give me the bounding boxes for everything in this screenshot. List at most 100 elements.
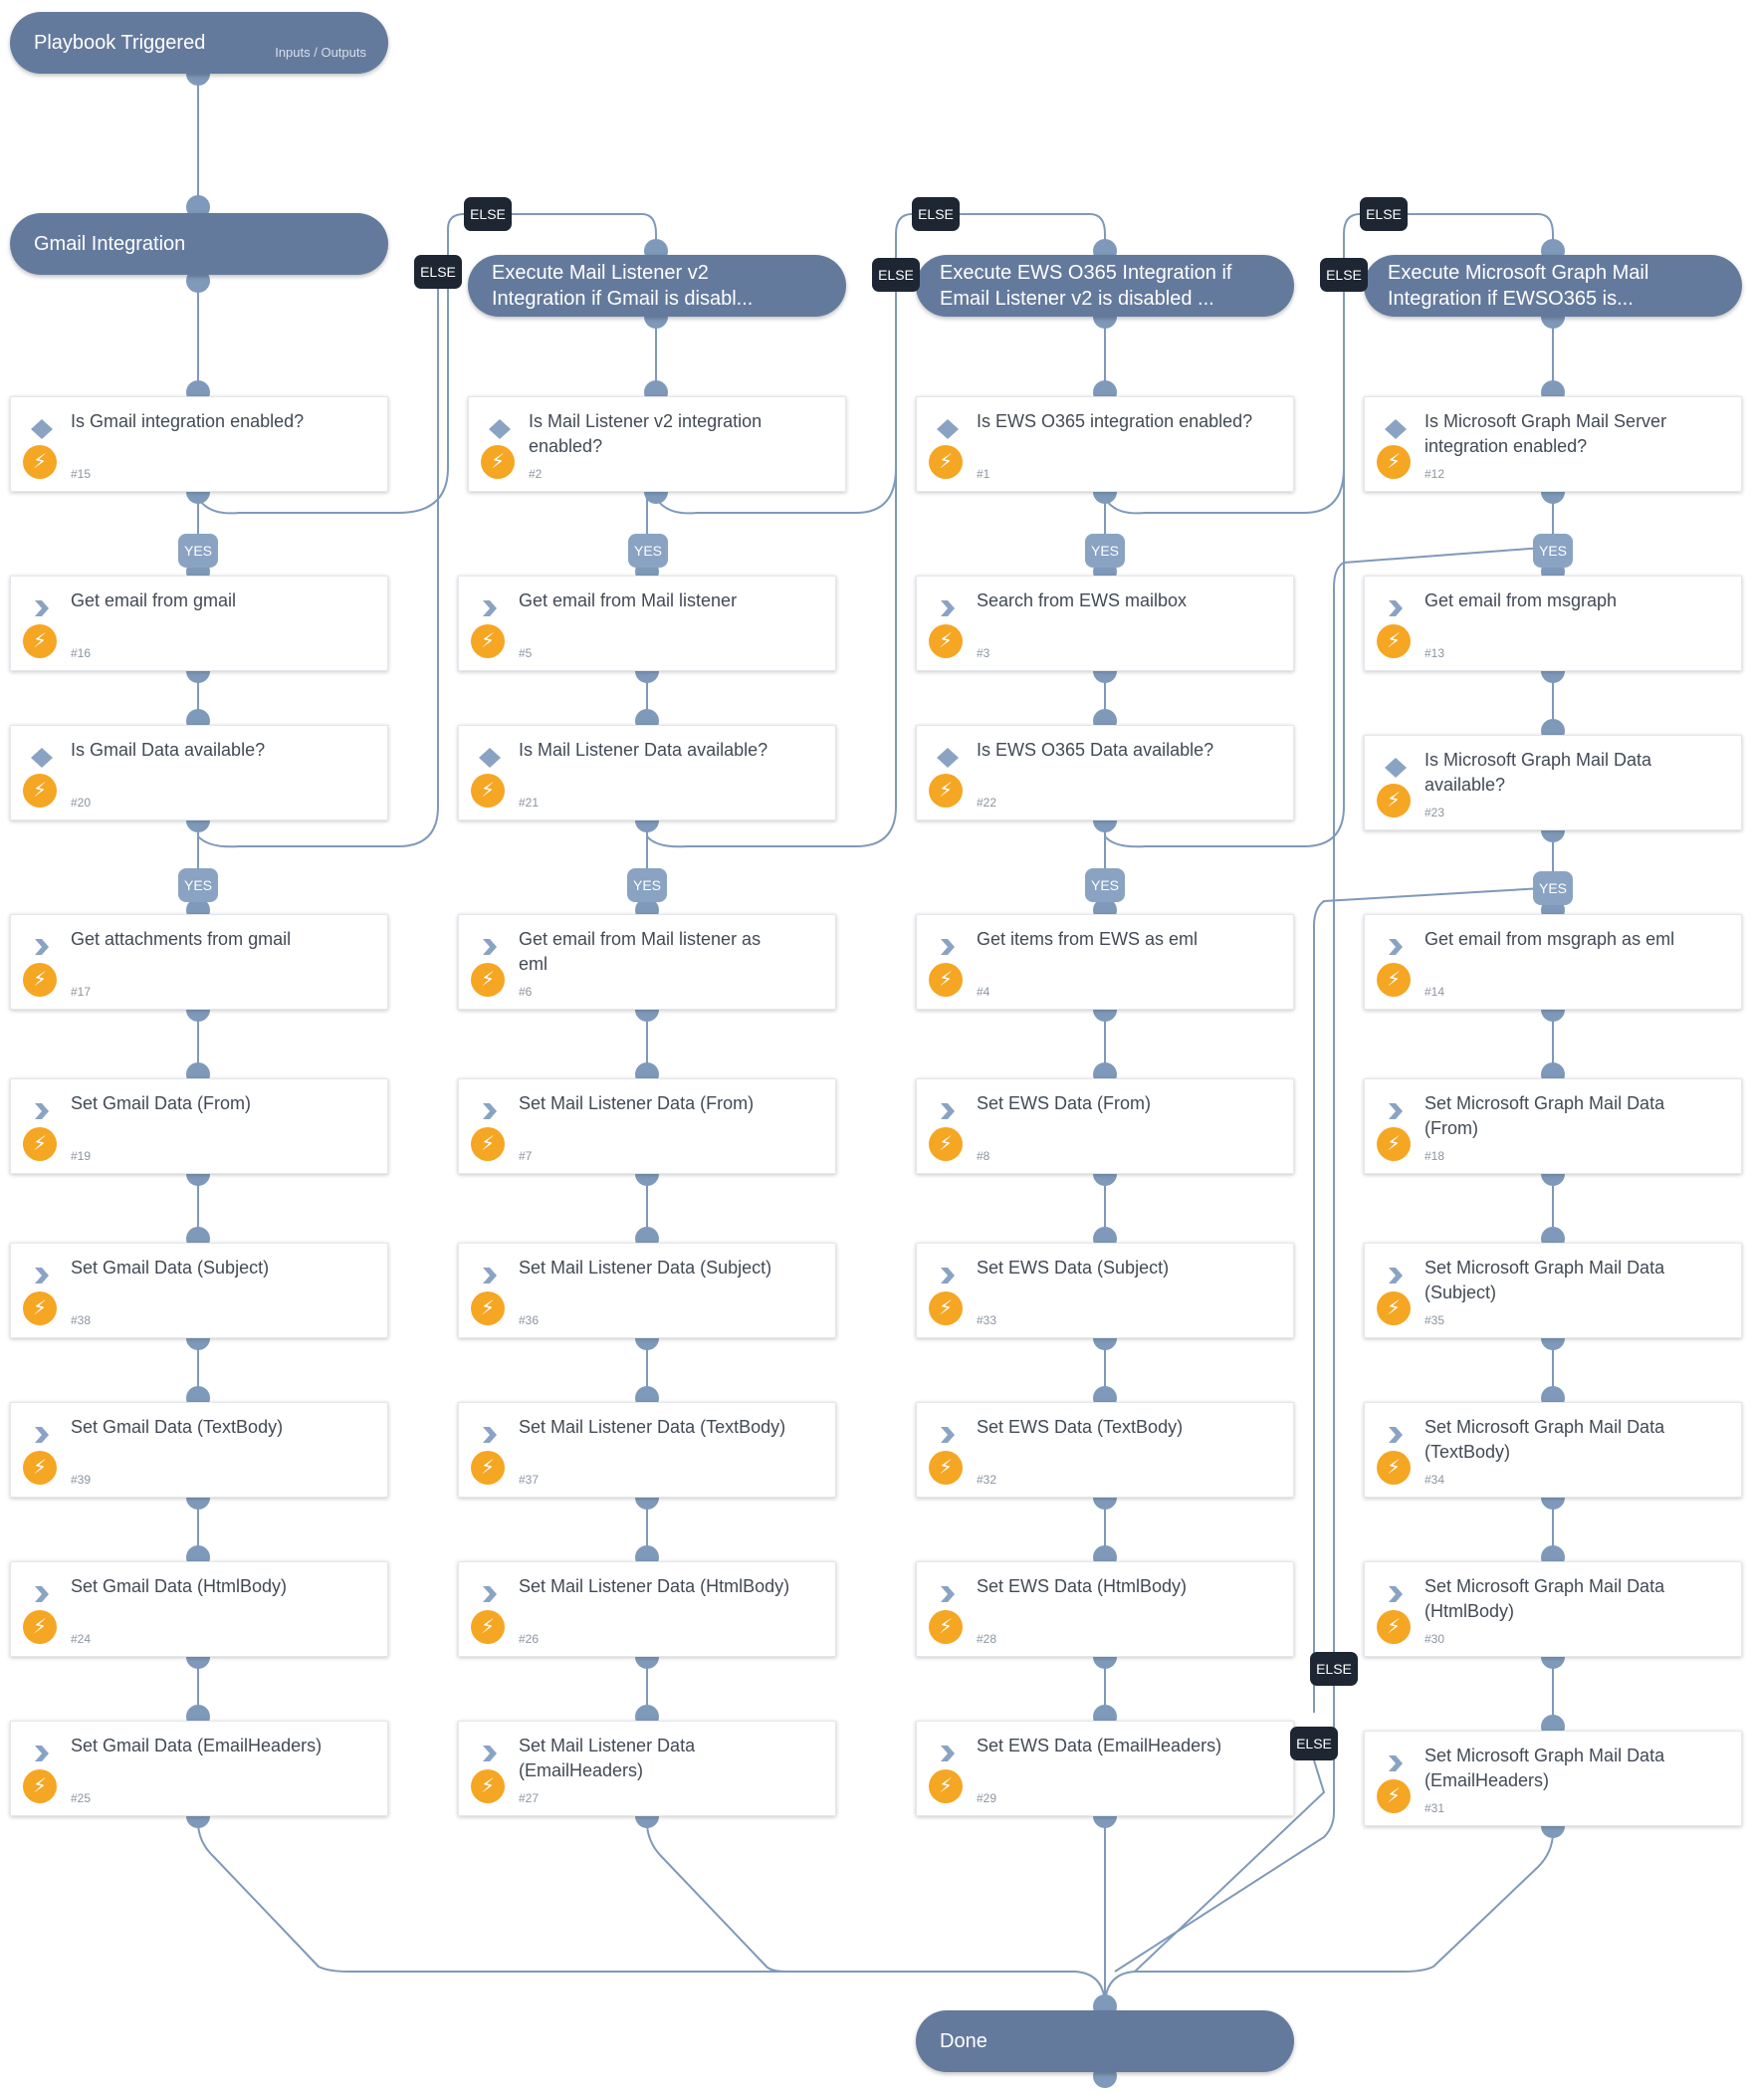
yes-badge[interactable]: YES bbox=[1533, 534, 1573, 568]
yes-badge[interactable]: YES bbox=[178, 868, 218, 902]
else-badge[interactable]: ELSE bbox=[464, 197, 512, 231]
section-title: Execute Microsoft Graph Mail Integration… bbox=[1388, 262, 1649, 310]
task-card[interactable]: Set Microsoft Graph Mail Data (Subject) … bbox=[1364, 1243, 1742, 1338]
task-title: Get email from gmail bbox=[71, 590, 237, 610]
else-badge[interactable]: ELSE bbox=[1320, 258, 1368, 292]
chevron-right-icon bbox=[477, 1584, 503, 1604]
task-card[interactable]: Set Microsoft Graph Mail Data (TextBody)… bbox=[1364, 1402, 1742, 1498]
task-card[interactable]: Set EWS Data (HtmlBody) #28 ⚡ bbox=[916, 1561, 1294, 1657]
task-card[interactable]: Set Gmail Data (HtmlBody) #24 ⚡ bbox=[10, 1561, 388, 1657]
task-card[interactable]: Is Mail Listener Data available? #21 ⚡ bbox=[458, 725, 836, 820]
task-title: Is Mail Listener v2 integration enabled? bbox=[529, 411, 763, 456]
task-title: Set EWS Data (Subject) bbox=[977, 1258, 1170, 1278]
task-card[interactable]: Set Gmail Data (EmailHeaders) #25 ⚡ bbox=[10, 1721, 388, 1816]
task-number: #2 bbox=[529, 467, 543, 481]
task-number: #14 bbox=[1424, 985, 1445, 999]
task-card[interactable]: Get email from Mail listener #5 ⚡ bbox=[458, 576, 836, 671]
yes-badge[interactable]: YES bbox=[628, 534, 668, 568]
task-card[interactable]: Set Microsoft Graph Mail Data (EmailHead… bbox=[1364, 1731, 1742, 1826]
yes-badge[interactable]: YES bbox=[1085, 534, 1125, 568]
else-badge[interactable]: ELSE bbox=[1290, 1727, 1338, 1760]
chevron-right-icon bbox=[935, 1584, 961, 1604]
task-card[interactable]: Set Mail Listener Data (TextBody) #37 ⚡ bbox=[458, 1402, 836, 1498]
section-done[interactable]: Done bbox=[916, 2010, 1294, 2072]
task-card[interactable]: Set EWS Data (TextBody) #32 ⚡ bbox=[916, 1402, 1294, 1498]
task-title: Get items from EWS as eml bbox=[977, 929, 1199, 949]
else-badge[interactable]: ELSE bbox=[872, 258, 920, 292]
automation-bolt-icon: ⚡ bbox=[1377, 1291, 1411, 1325]
task-card[interactable]: Set Mail Listener Data (HtmlBody) #26 ⚡ bbox=[458, 1561, 836, 1657]
task-card[interactable]: Set Gmail Data (Subject) #38 ⚡ bbox=[10, 1243, 388, 1338]
chevron-right-icon bbox=[477, 937, 503, 957]
section-msgraph[interactable]: Execute Microsoft Graph Mail Integration… bbox=[1364, 255, 1742, 317]
task-card[interactable]: Is Gmail Data available? #20 ⚡ bbox=[10, 725, 388, 820]
automation-bolt-icon: ⚡ bbox=[23, 1291, 57, 1325]
task-number: #34 bbox=[1424, 1473, 1445, 1487]
task-card[interactable]: Set Mail Listener Data (EmailHeaders) #2… bbox=[458, 1721, 836, 1816]
task-card[interactable]: Get email from gmail #16 ⚡ bbox=[10, 576, 388, 671]
connector-wire bbox=[1134, 1759, 1326, 1973]
task-title: Is Mail Listener Data available? bbox=[519, 740, 768, 760]
task-card[interactable]: Set Mail Listener Data (From) #7 ⚡ bbox=[458, 1078, 836, 1174]
task-card[interactable]: Get email from Mail listener as eml #6 ⚡ bbox=[458, 914, 836, 1010]
automation-bolt-icon: ⚡ bbox=[1377, 1127, 1411, 1161]
task-card[interactable]: Set Microsoft Graph Mail Data (From) #18… bbox=[1364, 1078, 1742, 1174]
task-number: #12 bbox=[1424, 467, 1445, 481]
task-number: #3 bbox=[977, 646, 990, 660]
task-card[interactable]: Is Microsoft Graph Mail Server integrati… bbox=[1364, 396, 1742, 492]
section-gmail-integration[interactable]: Gmail Integration bbox=[10, 213, 388, 275]
inputs-outputs-link[interactable]: Inputs / Outputs bbox=[275, 45, 366, 60]
section-mail-listener[interactable]: Execute Mail Listener v2 Integration if … bbox=[468, 255, 846, 317]
automation-bolt-icon: ⚡ bbox=[471, 963, 505, 997]
task-card[interactable]: Set Microsoft Graph Mail Data (HtmlBody)… bbox=[1364, 1561, 1742, 1657]
task-card[interactable]: Set Gmail Data (From) #19 ⚡ bbox=[10, 1078, 388, 1174]
else-badge[interactable]: ELSE bbox=[414, 255, 462, 289]
task-card[interactable]: Set EWS Data (Subject) #33 ⚡ bbox=[916, 1243, 1294, 1338]
task-card[interactable]: Search from EWS mailbox #3 ⚡ bbox=[916, 576, 1294, 671]
task-card[interactable]: Get items from EWS as eml #4 ⚡ bbox=[916, 914, 1294, 1010]
connector-wire bbox=[1313, 887, 1544, 1713]
task-card[interactable]: Is EWS O365 integration enabled? #1 ⚡ bbox=[916, 396, 1294, 492]
automation-bolt-icon: ⚡ bbox=[23, 1610, 57, 1644]
task-card[interactable]: Is Mail Listener v2 integration enabled?… bbox=[468, 396, 846, 492]
connector-wire bbox=[1408, 213, 1554, 251]
chevron-right-icon bbox=[29, 1425, 55, 1445]
else-badge[interactable]: ELSE bbox=[912, 197, 960, 231]
condition-icon bbox=[1383, 758, 1409, 778]
task-card[interactable]: Get attachments from gmail #17 ⚡ bbox=[10, 914, 388, 1010]
automation-bolt-icon: ⚡ bbox=[23, 1769, 57, 1803]
task-card[interactable]: Get email from msgraph #13 ⚡ bbox=[1364, 576, 1742, 671]
task-card[interactable]: Is Gmail integration enabled? #15 ⚡ bbox=[10, 396, 388, 492]
else-badge[interactable]: ELSE bbox=[1360, 197, 1408, 231]
chevron-right-icon bbox=[1383, 1266, 1409, 1285]
task-number: #23 bbox=[1424, 806, 1445, 819]
task-card[interactable]: Set EWS Data (EmailHeaders) #29 ⚡ bbox=[916, 1721, 1294, 1816]
chevron-right-icon bbox=[477, 1425, 503, 1445]
task-card[interactable]: Is Microsoft Graph Mail Data available? … bbox=[1364, 735, 1742, 830]
task-card[interactable]: Set Gmail Data (TextBody) #39 ⚡ bbox=[10, 1402, 388, 1498]
task-card[interactable]: Get email from msgraph as eml #14 ⚡ bbox=[1364, 914, 1742, 1010]
automation-bolt-icon: ⚡ bbox=[471, 1610, 505, 1644]
task-number: #35 bbox=[1424, 1313, 1445, 1327]
task-number: #38 bbox=[71, 1313, 92, 1327]
task-card[interactable]: Is EWS O365 Data available? #22 ⚡ bbox=[916, 725, 1294, 820]
task-number: #24 bbox=[71, 1632, 92, 1646]
yes-badge[interactable]: YES bbox=[1085, 868, 1125, 902]
task-card[interactable]: Set Mail Listener Data (Subject) #36 ⚡ bbox=[458, 1243, 836, 1338]
condition-icon bbox=[487, 419, 513, 439]
task-title: Set Gmail Data (HtmlBody) bbox=[71, 1576, 288, 1596]
chevron-right-icon bbox=[477, 598, 503, 618]
connector-port[interactable] bbox=[186, 269, 210, 293]
yes-badge[interactable]: YES bbox=[1533, 871, 1573, 905]
section-playbook-triggered[interactable]: Playbook Triggered Inputs / Outputs bbox=[10, 12, 388, 74]
yes-badge[interactable]: YES bbox=[178, 534, 218, 568]
automation-bolt-icon: ⚡ bbox=[23, 1127, 57, 1161]
task-title: Set Microsoft Graph Mail Data (Subject) bbox=[1424, 1258, 1665, 1302]
else-badge[interactable]: ELSE bbox=[1310, 1652, 1358, 1686]
automation-bolt-icon: ⚡ bbox=[471, 774, 505, 808]
yes-badge[interactable]: YES bbox=[627, 868, 667, 902]
automation-bolt-icon: ⚡ bbox=[471, 1769, 505, 1803]
section-ews-o365[interactable]: Execute EWS O365 Integration if Email Li… bbox=[916, 255, 1294, 317]
task-card[interactable]: Set EWS Data (From) #8 ⚡ bbox=[916, 1078, 1294, 1174]
connector-wire bbox=[1104, 1831, 1554, 2007]
